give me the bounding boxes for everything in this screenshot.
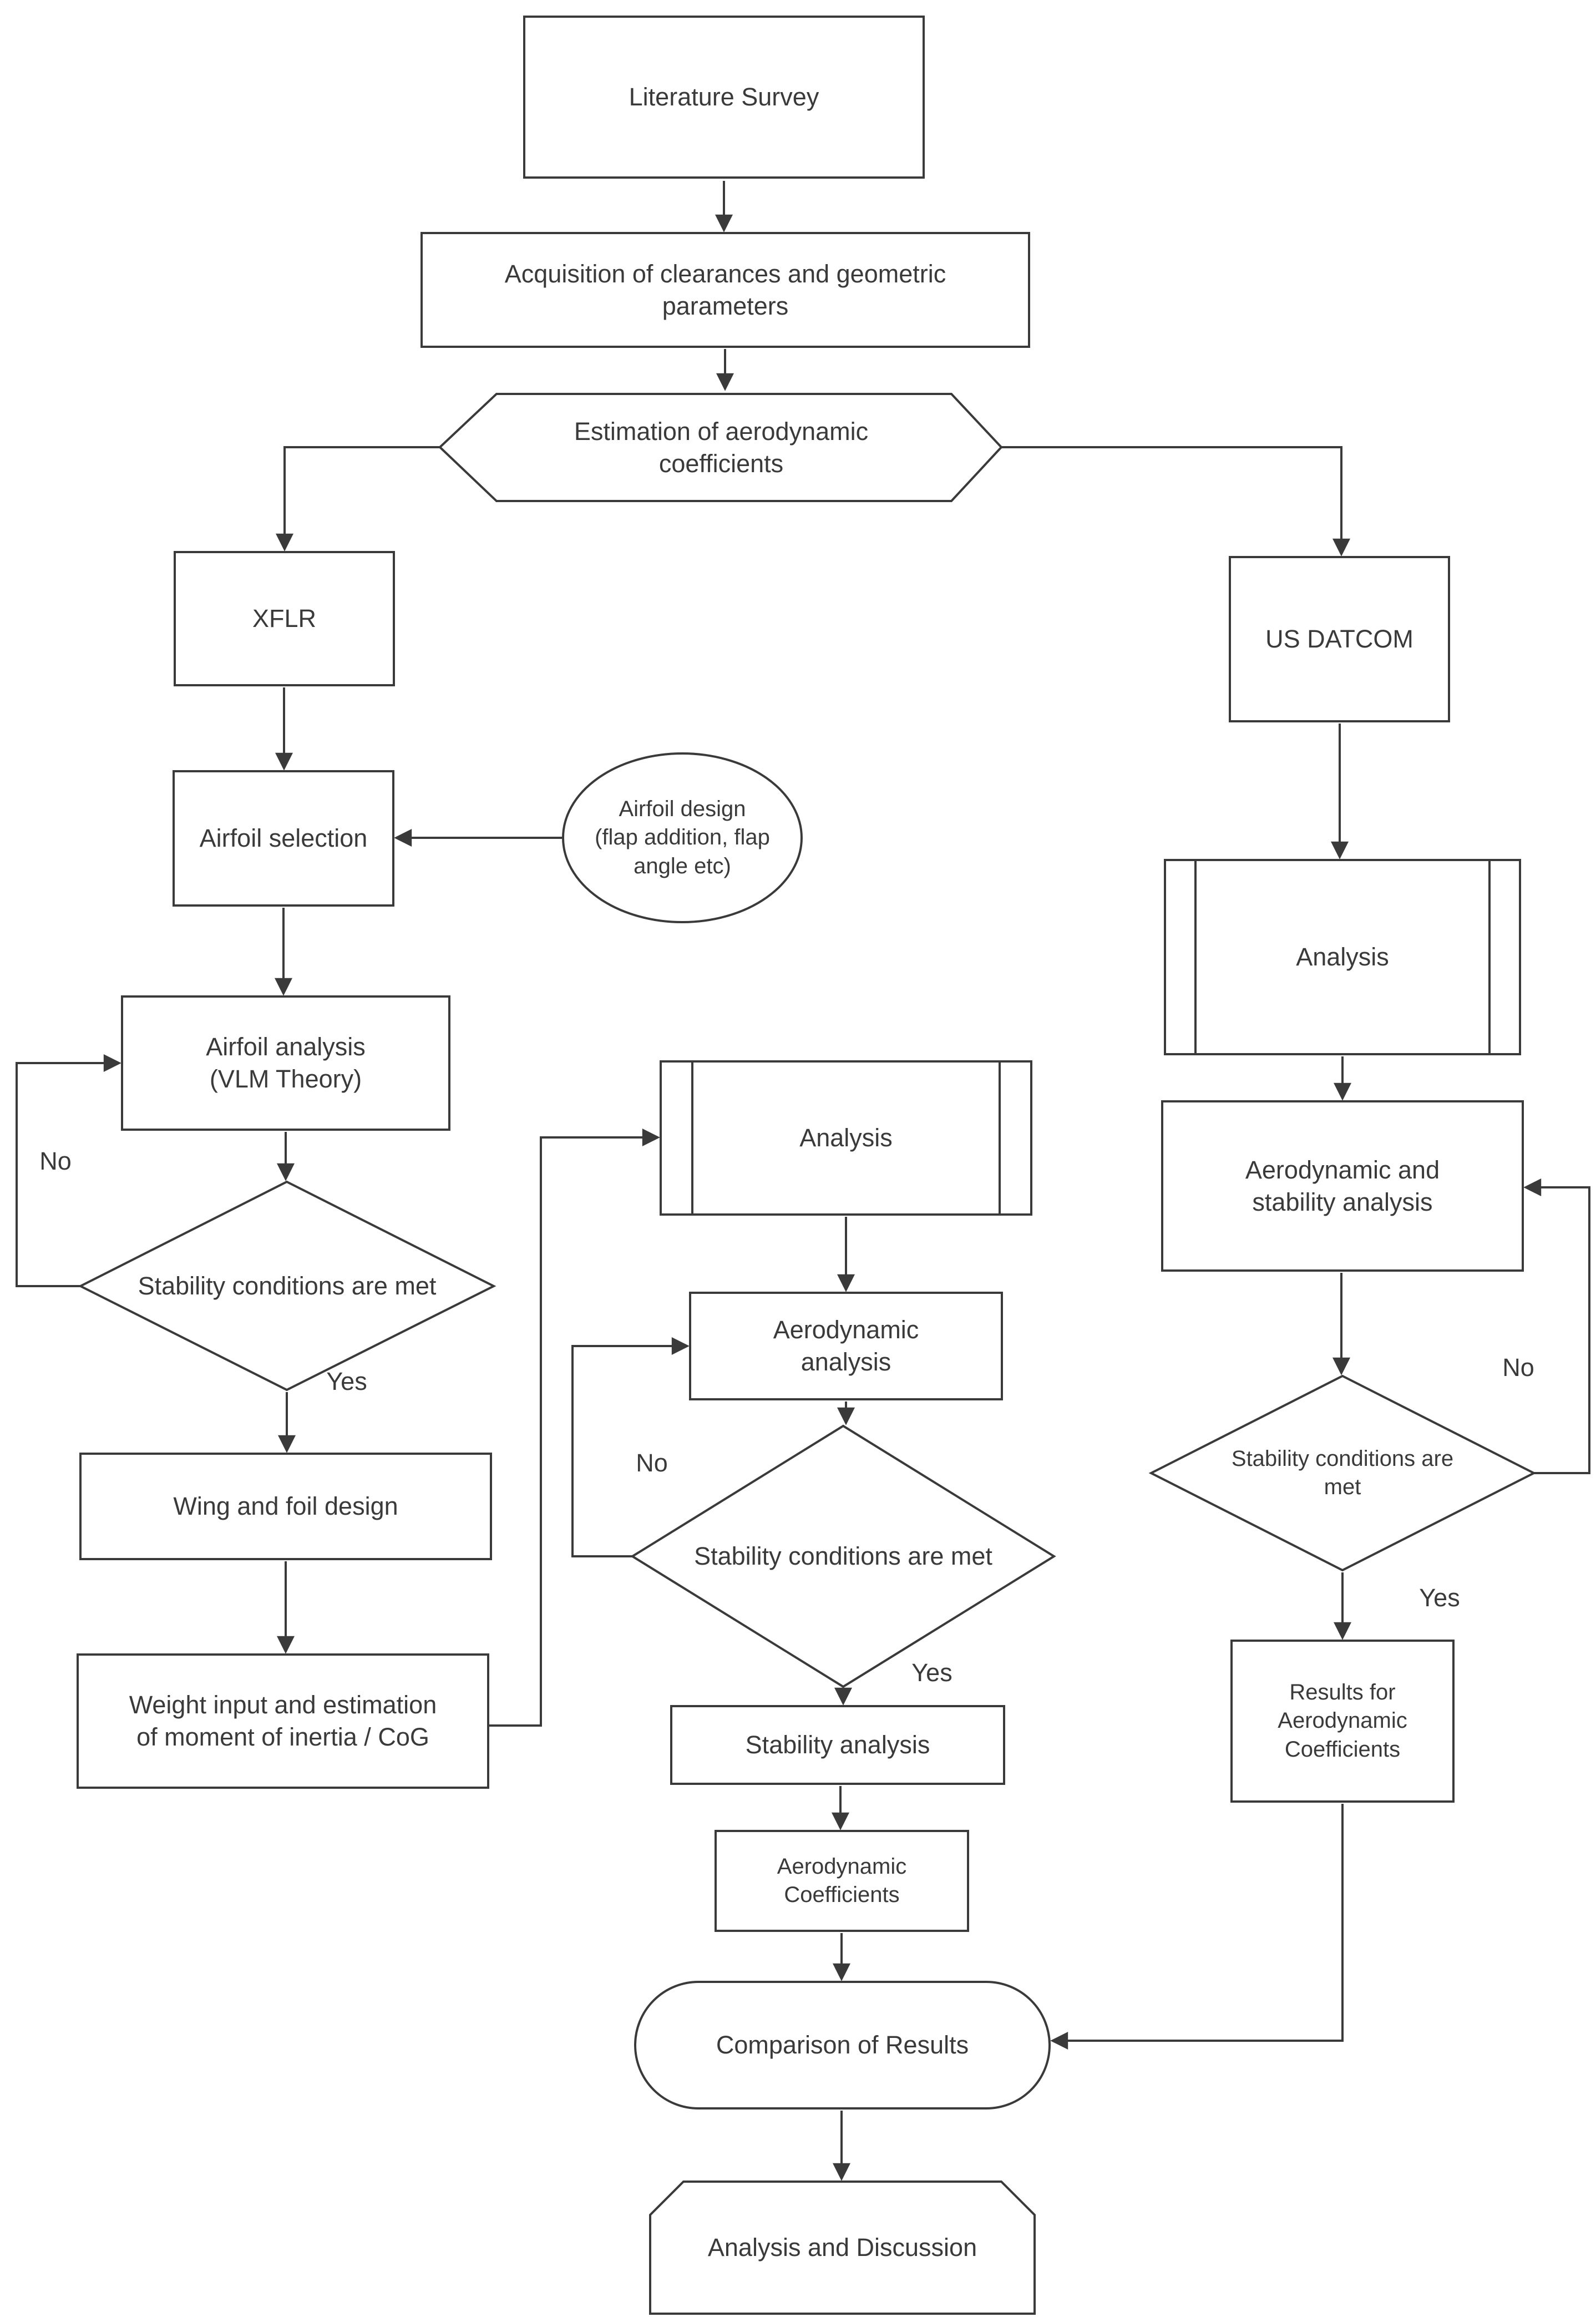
- results-coefficients-shape: [1230, 1640, 1455, 1803]
- edge-check-left-no-loop: [16, 1054, 121, 1287]
- estimation-hexagon-shape: [438, 393, 1003, 502]
- stability-check-mid-diamond-shape: [630, 1424, 1056, 1688]
- analysis-mid-shape: [660, 1060, 1032, 1216]
- airfoil-design-circle-shape: [562, 752, 803, 923]
- edge-check-mid-no-loop: [571, 1337, 690, 1557]
- aero-stability-analysis-shape: [1161, 1100, 1524, 1272]
- mid-yes-label: Yes: [911, 1658, 952, 1687]
- us-datcom-shape: [1229, 556, 1450, 722]
- comparison-results-shape: [634, 1981, 1051, 2109]
- analysis-discussion-shape: [649, 2181, 1036, 2315]
- edge-check-right-no-loop: [1523, 1178, 1590, 1474]
- stability-analysis-shape: [670, 1705, 1005, 1785]
- edge-results-to-comparison: [1050, 1804, 1344, 2050]
- left-yes-label: Yes: [326, 1367, 367, 1395]
- airfoil-selection-shape: [173, 770, 394, 907]
- wing-foil-design-shape: [79, 1453, 492, 1560]
- right-no-label: No: [1502, 1353, 1534, 1382]
- edge-weight-to-analysis-mid: [488, 1129, 660, 1727]
- left-no-label: No: [39, 1147, 72, 1175]
- aerodynamic-coefficients-shape: [715, 1830, 969, 1932]
- stability-check-right-diamond-shape: [1148, 1374, 1537, 1572]
- literature-survey-shape: [523, 16, 925, 179]
- edge-estimation-to-xflr: [276, 446, 440, 552]
- right-yes-label: Yes: [1419, 1584, 1460, 1612]
- weight-input-shape: [77, 1653, 489, 1789]
- analysis-right-shape: [1164, 859, 1521, 1055]
- edge-estimation-to-us-datcom: [1001, 446, 1350, 557]
- acquisition-shape: [420, 232, 1030, 348]
- aerodynamic-analysis-shape: [689, 1292, 1003, 1400]
- stability-check-left-diamond-shape: [78, 1180, 496, 1392]
- mid-no-label: No: [636, 1449, 668, 1477]
- airfoil-analysis-shape: [121, 995, 450, 1131]
- xflr-shape: [174, 551, 395, 686]
